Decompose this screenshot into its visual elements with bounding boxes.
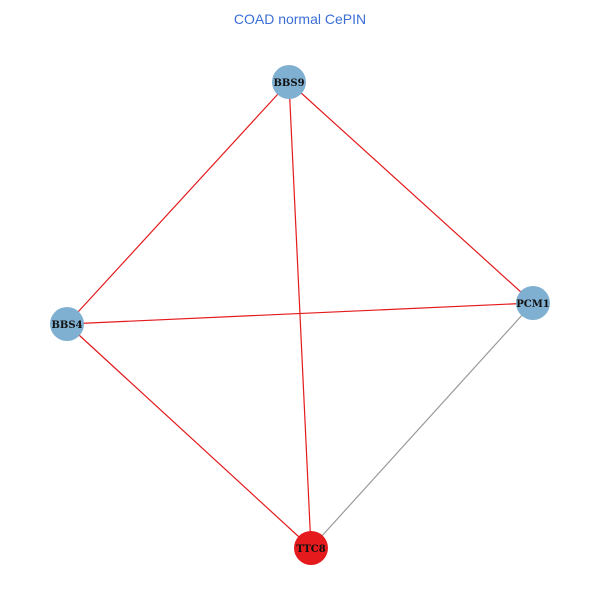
- node-pcm1[interactable]: PCM1: [516, 286, 550, 320]
- edge-layer: [66, 81, 534, 549]
- node-layer: BBS9 PCM1 BBS4 TTC8: [50, 65, 550, 565]
- edge-bbs4-ttc8: [66, 323, 312, 549]
- edge-pcm1-ttc8: [310, 302, 534, 549]
- node-label-pcm1: PCM1: [516, 299, 550, 310]
- edge-bbs9-bbs4: [66, 81, 290, 325]
- node-bbs9[interactable]: BBS9: [272, 65, 306, 99]
- edge-bbs9-pcm1: [288, 81, 534, 304]
- node-ttc8[interactable]: TTC8: [294, 531, 328, 565]
- node-bbs4[interactable]: BBS4: [50, 307, 84, 341]
- node-label-bbs9: BBS9: [273, 78, 304, 89]
- node-label-bbs4: BBS4: [51, 320, 82, 331]
- figure-title: COAD normal CePIN: [233, 11, 367, 27]
- edge-bbs4-pcm1: [66, 302, 534, 325]
- node-label-ttc8: TTC8: [296, 544, 325, 555]
- edge-bbs9-ttc8: [288, 81, 312, 549]
